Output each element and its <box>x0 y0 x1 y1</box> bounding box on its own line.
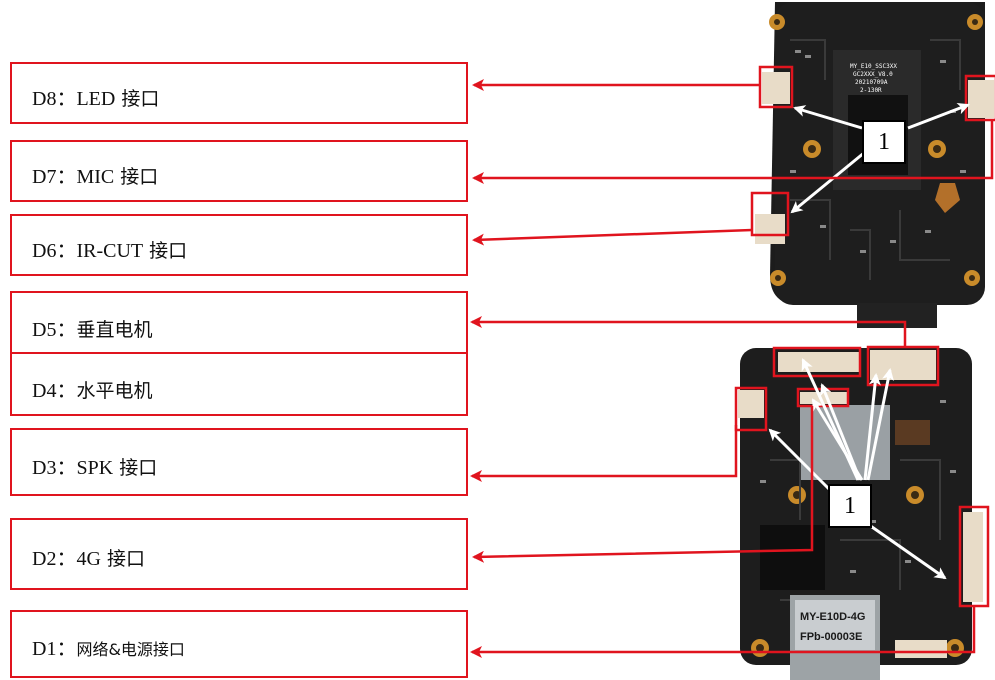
leader-d2 <box>472 406 814 563</box>
leader-d3 <box>470 425 738 482</box>
vertical-motor-connector-frame <box>866 345 940 387</box>
leader-arrows <box>470 79 994 658</box>
label-d3-code: D3： <box>32 457 77 479</box>
spk-connector-frame <box>734 386 768 432</box>
label-d6-ir-cut: D6：IR-CUT 接口 <box>10 214 468 276</box>
label-d8-name: LED <box>76 88 116 110</box>
label-d2-code: D2： <box>32 548 77 570</box>
leader-d5 <box>470 316 907 347</box>
label-d3-spk: D3：SPK 接口 <box>10 428 468 496</box>
label-d4-suffix: 水平电机 <box>76 380 153 402</box>
leader-d6 <box>472 228 753 246</box>
label-d5-code: D5： <box>32 319 77 341</box>
label-d6-code: D6： <box>32 240 77 262</box>
label-d4-horizontal-motor: D4：水平电机 <box>10 352 468 416</box>
label-d8-code: D8： <box>32 88 77 110</box>
label-d6-name: IR-CUT <box>76 240 144 262</box>
horizontal-motor-connector-frame <box>772 346 862 378</box>
callout-arrows <box>768 102 970 580</box>
callout-number-top: 1 <box>862 120 906 164</box>
label-d2-4g: D2：4G 接口 <box>10 518 468 590</box>
label-d7-name: MIC <box>76 166 115 188</box>
label-d8-led: D8：LED 接口 <box>10 62 468 124</box>
callout-arrow-led <box>793 105 863 130</box>
chip-text-line-3: 20210709A <box>855 79 888 86</box>
label-d2-suffix: 接口 <box>100 548 145 570</box>
callout-arrow-ir <box>790 146 871 214</box>
chip-text-line-2: GC2XXX_V8.0 <box>853 71 893 78</box>
callout-arrow-mic <box>907 102 970 130</box>
leader-d7 <box>472 120 994 184</box>
label-d7-suffix: 接口 <box>114 166 159 188</box>
callout-arrow-5 <box>866 368 894 481</box>
ir-cut-connector-frame <box>750 191 790 237</box>
board-label-line-1: MY-E10D-4G <box>800 611 865 623</box>
label-d4-code: D4： <box>32 380 77 402</box>
label-d1-network-power: D1：网络&电源接口 <box>10 610 468 678</box>
label-d1-code: D1： <box>32 638 77 660</box>
label-d7-mic: D7：MIC 接口 <box>10 140 468 202</box>
mic-connector-frame <box>964 74 995 122</box>
top-pcb-board: MY_E10_SSC3XX GC2XXX_V8.0 20210709A 2-13… <box>755 2 994 328</box>
label-d7-code: D7： <box>32 166 77 188</box>
chip-text-line-4: 2-130R <box>860 87 882 94</box>
label-d3-suffix: 接口 <box>113 457 158 479</box>
label-d5-vertical-motor: D5：垂直电机 <box>10 291 468 355</box>
leader-d1 <box>470 606 976 658</box>
callout-number-bottom: 1 <box>828 484 872 528</box>
connector-highlights <box>734 65 995 608</box>
callout-arrow-6 <box>768 428 832 492</box>
label-d1-suffix: 网络&电源接口 <box>76 640 185 659</box>
label-d3-name: SPK <box>76 457 114 479</box>
callout-arrow-3 <box>811 398 864 481</box>
chip-text-line-1: MY_E10_SSC3XX <box>850 63 897 70</box>
callout-arrow-7 <box>861 518 947 580</box>
callout-arrow-4 <box>863 373 881 481</box>
led-connector-frame <box>758 65 794 109</box>
board-label-line-2: FPb-00003E <box>800 631 862 643</box>
label-d5-suffix: 垂直电机 <box>76 319 153 341</box>
label-d8-suffix: 接口 <box>115 88 160 110</box>
label-d2-name: 4G <box>76 548 101 570</box>
label-d6-suffix: 接口 <box>143 240 188 262</box>
